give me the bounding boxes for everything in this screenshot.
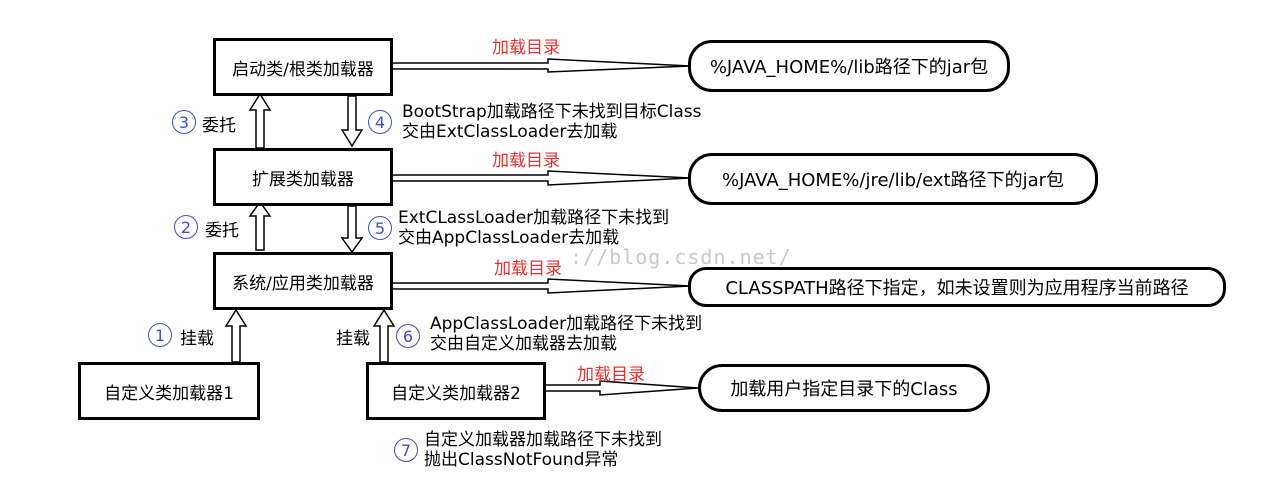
step-5-line2: 交由AppClassLoader去加载	[398, 228, 620, 248]
step-6-line2: 交由自定义加载器去加载	[430, 334, 617, 354]
bootstrap-loader-box: 启动类/根类加载器	[213, 38, 393, 96]
step-4-badge: 4	[368, 110, 392, 134]
step-6-line1: AppClassLoader加载路径下未找到	[430, 314, 703, 334]
step-6-badge: 6	[396, 324, 420, 348]
custom-loader-1-box: 自定义类加载器1	[78, 362, 260, 420]
custom2-hang-label: 挂载	[336, 329, 370, 349]
step-5-line1: ExtCLassLoader加载路径下未找到	[398, 208, 670, 228]
load-dir-label-custom2: 加载目录	[577, 365, 645, 385]
arrow-up-3	[248, 92, 272, 149]
arrow-up-1	[224, 308, 248, 363]
step-1-badge: 1	[148, 323, 172, 347]
step-4-note: BootStrap加载路径下未找到目标Class 交由ExtClassLoade…	[402, 102, 702, 142]
arrow-down-5	[340, 205, 364, 254]
load-dir-label-bootstrap: 加载目录	[492, 38, 560, 58]
load-dir-label-extension: 加载目录	[492, 151, 560, 171]
watermark: ://blog.csdn.net/	[570, 245, 792, 269]
step-3-badge: 3	[172, 110, 196, 134]
extension-loader-box: 扩展类加载器	[213, 148, 393, 206]
custom-loader-2-box: 自定义类加载器2	[366, 362, 546, 420]
load-arrow-bootstrap	[391, 58, 691, 73]
step-4-line2: 交由ExtClassLoader去加载	[402, 122, 618, 142]
load-arrow-extension	[391, 170, 691, 186]
arrow-up-custom2	[372, 308, 396, 363]
custom2-target: 加载用户指定目录下的Class	[698, 364, 990, 412]
load-arrow-application	[391, 278, 691, 294]
step-3-label: 委托	[202, 116, 236, 136]
arrow-up-2	[248, 200, 272, 251]
step-7-note: 自定义加载器加载路径下未找到 抛出ClassNotFound异常	[424, 430, 662, 470]
step-5-badge: 5	[368, 216, 392, 240]
bootstrap-target: %JAVA_HOME%/lib路径下的jar包	[688, 40, 1010, 92]
step-2-label: 委托	[205, 221, 239, 241]
extension-target: %JAVA_HOME%/jre/lib/ext路径下的jar包	[688, 153, 1098, 205]
step-7-badge: 7	[394, 438, 418, 462]
step-7-line1: 自定义加载器加载路径下未找到	[424, 430, 662, 450]
load-arrow-custom2	[543, 380, 699, 396]
application-target: CLASSPATH路径下指定，如未设置则为应用程序当前路径	[688, 267, 1226, 307]
step-6-note: AppClassLoader加载路径下未找到 交由自定义加载器去加载	[430, 314, 702, 354]
step-2-badge: 2	[174, 215, 198, 239]
application-loader-box: 系统/应用类加载器	[213, 252, 393, 310]
step-1-label: 挂载	[180, 329, 214, 349]
load-dir-label-application: 加载目录	[494, 259, 562, 279]
step-5-note: ExtCLassLoader加载路径下未找到 交由AppClassLoader去…	[398, 208, 669, 248]
step-7-line2: 抛出ClassNotFound异常	[424, 450, 619, 470]
arrow-down-4	[340, 95, 364, 148]
step-4-line1: BootStrap加载路径下未找到目标Class	[402, 102, 702, 122]
